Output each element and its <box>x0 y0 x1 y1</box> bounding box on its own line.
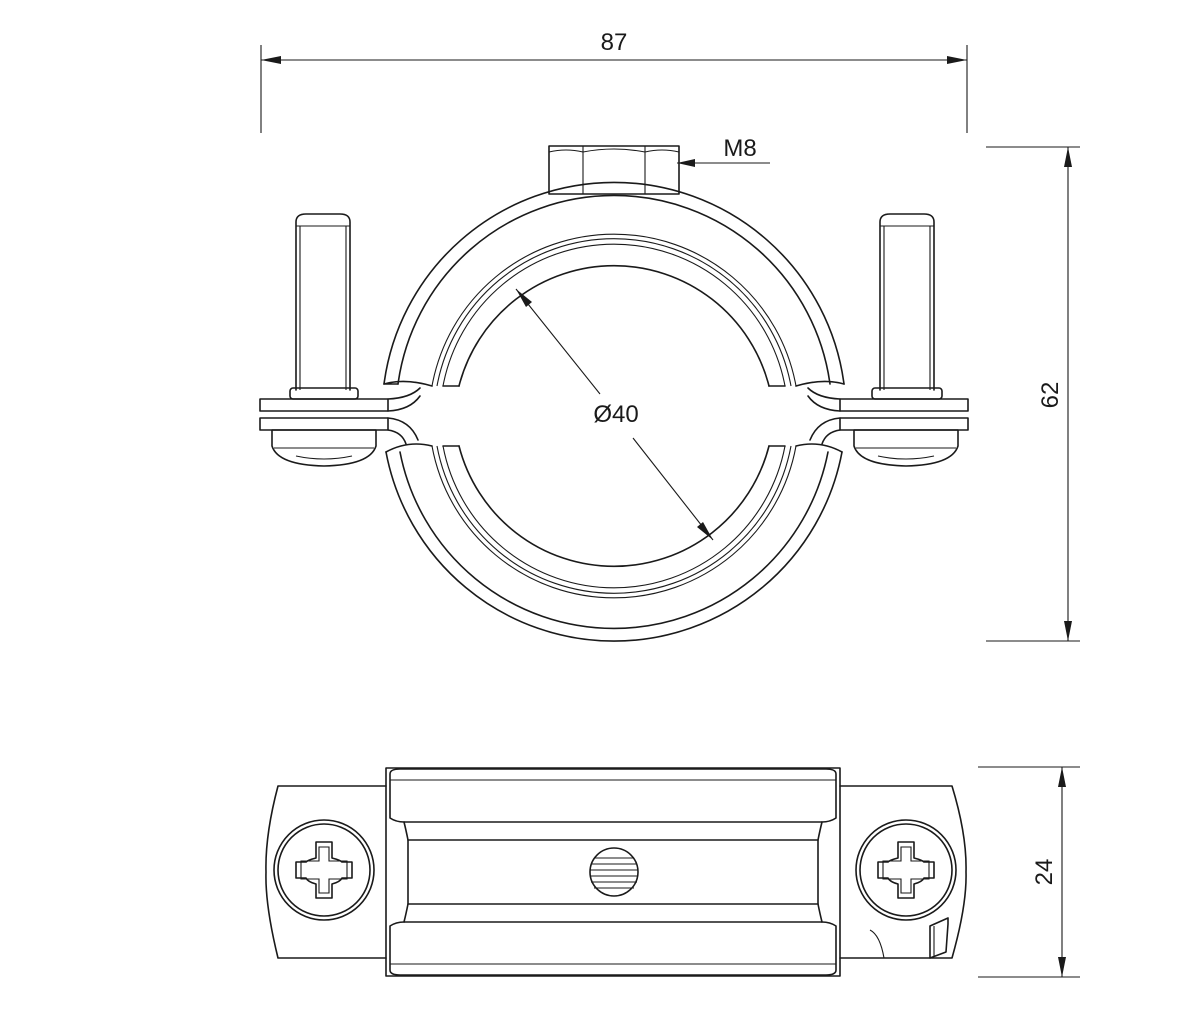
lower-ring <box>385 443 843 642</box>
right-ear-plate <box>839 785 967 959</box>
depth-dimension-label: 24 <box>1031 859 1058 886</box>
width-dimension-label: 87 <box>601 29 628 56</box>
height-dimension-label: 62 <box>1037 382 1064 409</box>
diameter-dimension-label: Ø40 <box>593 401 638 428</box>
clamp-body <box>385 767 841 977</box>
left-flange <box>259 387 421 445</box>
left-screw-head <box>273 819 375 921</box>
left-screw <box>271 213 377 467</box>
thread-callout-label: M8 <box>723 135 756 162</box>
locking-clip <box>869 917 949 959</box>
height-dimension: 62 <box>986 146 1080 642</box>
right-screw <box>853 213 959 467</box>
depth-dimension: 24 <box>978 766 1080 978</box>
side-view <box>265 767 967 977</box>
right-flange <box>807 387 969 445</box>
hex-nut <box>548 145 680 195</box>
left-ear-plate <box>265 785 387 959</box>
width-dimension: 87 <box>260 29 968 133</box>
upper-ring <box>383 181 845 387</box>
threaded-hole <box>589 847 639 897</box>
front-view <box>259 145 969 642</box>
right-screw-head <box>855 819 957 921</box>
thread-callout: M8 <box>677 135 770 167</box>
diameter-dimension: Ø40 <box>515 288 714 541</box>
